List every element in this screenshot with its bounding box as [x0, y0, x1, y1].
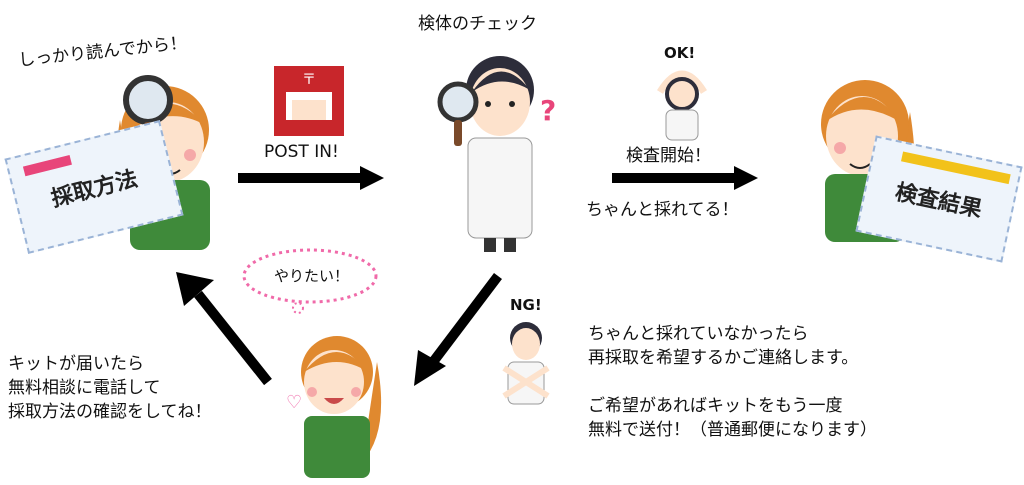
thought-bubble	[242, 248, 378, 314]
right-note-line-2: 再採取を希望するかご連絡します。	[588, 348, 859, 368]
test-result-card: 検査結果	[855, 135, 1023, 263]
ng-doctor-illustration	[502, 322, 550, 405]
start-test-text: 検査開始！	[626, 146, 711, 166]
magnifier-icon	[437, 81, 479, 146]
ok-text: OK!	[664, 44, 696, 62]
svg-text:〒: 〒	[302, 72, 316, 88]
question-mark-icon: ?	[540, 94, 557, 127]
right-note: ちゃんと採れていなかったら 再採取を希望するかご連絡します。 ご希望があればキッ…	[588, 322, 877, 442]
left-note: キットが届いたら 無料相談に電話して 採取方法の確認をしてね！	[8, 352, 212, 424]
right-note-line-4: ご希望があればキットをもう一度	[588, 396, 843, 416]
collection-method-label: 採取方法	[48, 166, 141, 213]
pink-tag	[22, 154, 72, 177]
woman-excited-illustration	[301, 336, 382, 478]
arrow-up-left	[176, 272, 272, 386]
mailbox-icon: 〒	[274, 66, 344, 136]
specimen-check-title: 検体のチェック	[418, 14, 537, 34]
arrow-right-1	[238, 166, 384, 190]
test-result-label: 検査結果	[892, 180, 985, 223]
arrow-right-2	[612, 166, 758, 190]
right-note-spacer	[588, 370, 877, 394]
post-in-text: POST IN!	[264, 142, 339, 162]
doctor-illustration	[466, 56, 534, 252]
arrow-down-left	[414, 272, 502, 386]
collected-ok-text: ちゃんと採れてる！	[586, 200, 739, 220]
left-note-line-2: 無料相談に電話して	[8, 378, 161, 398]
right-note-line-1: ちゃんと採れていなかったら	[588, 324, 809, 344]
ok-doctor-illustration	[657, 70, 707, 141]
want-to-do-text: やりたい！	[274, 267, 350, 285]
heart-icon: ♡	[286, 392, 303, 413]
left-note-line-3: 採取方法の確認をしてね！	[8, 402, 212, 422]
right-note-line-5: 無料で送付！（普通郵便になります）	[588, 420, 877, 440]
ng-text: NG!	[510, 296, 542, 314]
left-note-line-1: キットが届いたら	[8, 354, 144, 374]
